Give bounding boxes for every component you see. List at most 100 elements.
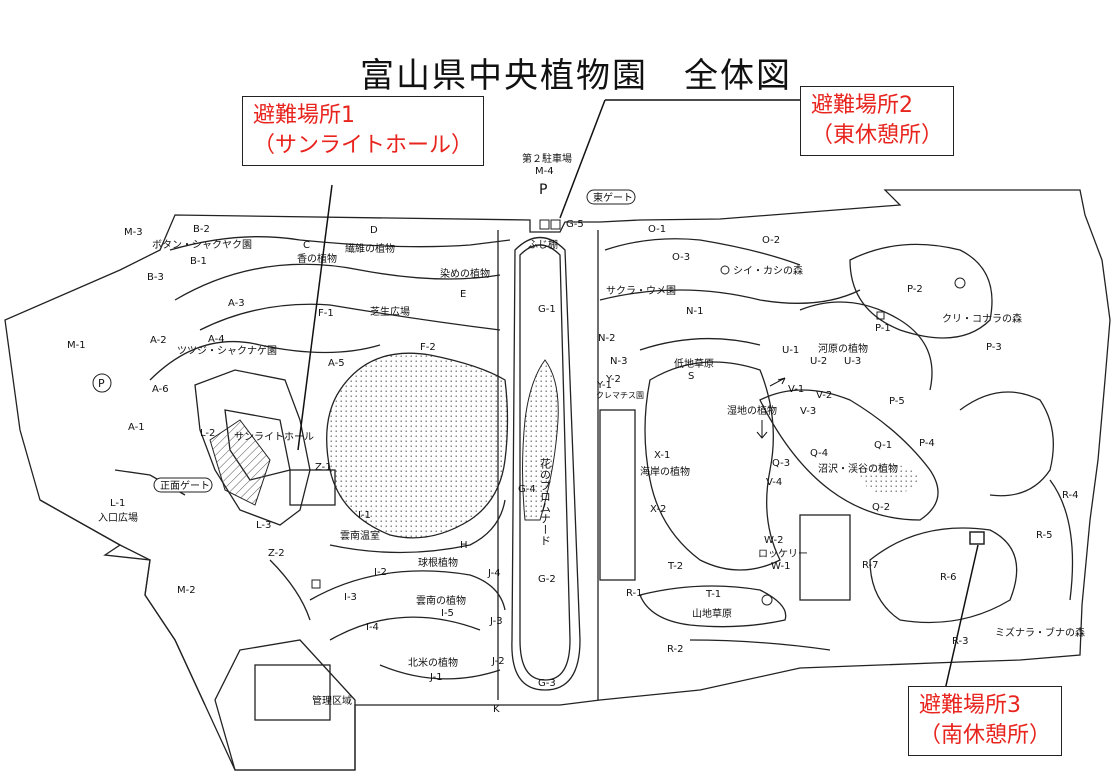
area-label: 低地草原 [674,357,714,370]
area-label: W-1 [771,561,790,572]
area-label: ボタン・シャクヤク園 [152,239,252,251]
area-label: R-1 [626,588,643,599]
area-label: X-2 [650,504,666,515]
area-label: A-1 [128,422,145,433]
i2-icon [311,579,321,589]
area-label: Y-1 [596,380,612,391]
shelter3-callout: 避難場所3 （南休憩所） [908,686,1063,756]
area-label: L-3 [256,520,271,531]
area-label: J-2 [491,656,505,667]
area-label: A-5 [328,358,345,369]
area-label: R-2 [667,644,684,655]
area-label: A-6 [152,384,169,395]
main-gate-label: 正面ゲート [160,480,210,492]
area-label: 海岸の植物 [640,465,690,478]
area-label: M-3 [124,227,143,238]
area-label: ツツジ・シャクナゲ園 [177,345,277,357]
area-label: R-5 [1036,530,1053,541]
area-label: A-4 [208,334,225,345]
area-label: 雲南温室 [340,529,380,542]
shelter-south-icon [969,531,985,545]
area-label: F-2 [420,342,436,353]
area-label: I-5 [441,608,454,619]
area-label: R-7 [862,560,879,571]
area-label: G-4 [518,484,536,495]
area-label: N-1 [686,306,703,317]
area-label: P-4 [919,438,935,449]
shelter1-callout: 避難場所1 （サンライトホール） [242,96,485,166]
area-label: D [370,225,378,236]
area-label: 香の植物 [297,252,337,265]
area-label: 沼沢・渓谷の植物 [818,462,898,475]
zone-r7 [799,514,851,601]
area-label: U-2 [810,356,827,367]
promenade-path [511,236,581,691]
park-boundary [4,189,1111,771]
area-label: クリ・コナラの森 [942,312,1022,325]
area-label: 北米の植物 [408,656,458,669]
area-label: P-5 [889,396,905,407]
area-label: P-1 [875,323,891,334]
area-label: N-2 [598,333,615,344]
area-label: ロッケリー [758,548,808,560]
title: 富山県中央植物園 全体図 [360,56,792,96]
area-label: B-1 [190,256,207,267]
shelter3-name: 避難場所3 [919,693,1021,718]
area-label: B-3 [147,272,164,283]
shelter3-place: （南休憩所） [919,723,1052,748]
area-label: B-2 [193,224,210,235]
area-label: Q-3 [772,458,790,469]
area-label: V-3 [800,406,816,417]
area-label: L-1 [110,498,125,509]
area-label: M-1 [67,340,86,351]
area-label: J-1 [429,672,443,683]
area-label: L-2 [200,428,215,439]
area-label: 染めの植物 [440,267,490,280]
area-label: G-3 [538,678,556,689]
area-label: Y-2 [605,374,621,385]
area-label: Q-1 [874,440,892,451]
area-label: V-4 [766,477,782,488]
area-label: W-2 [764,535,783,546]
area-label: C [303,240,310,251]
area-label: O-1 [648,224,666,235]
area-label: X-1 [654,450,670,461]
area-label: 入口広場 [98,511,138,524]
area-label: I-2 [374,567,387,578]
area-label: サンライトホール [234,431,314,443]
leader-line-2 [559,99,606,219]
area-label: T-1 [705,589,721,600]
parking-lot-code: M-4 [535,166,554,177]
shelter2-callout: 避難場所2 （東休憩所） [800,86,955,156]
admin-area [214,639,356,771]
area-label: シイ・カシの森 [733,264,803,277]
area-label: G-1 [538,304,556,315]
area-label: 山地草原 [692,607,732,620]
area-label: R-6 [940,572,957,583]
area-label: 雲南の植物 [416,594,466,607]
shelter1-name: 避難場所1 [253,103,355,128]
parking-circle-icon [92,373,112,393]
area-label: 湿地の植物 [727,404,777,417]
area-label: V-2 [816,390,832,401]
area-label: R-4 [1062,490,1079,501]
area-label: 球根植物 [418,556,458,569]
area-label: ミズナラ・ブナの森 [995,626,1085,639]
p1-icon [876,311,885,320]
parking-lot-title: 第２駐車場 [522,152,572,165]
shelter-east-icon [550,219,561,230]
area-label: J-4 [487,568,501,579]
area-label: Q-4 [810,448,828,459]
central-pond [326,352,509,539]
leader-line-3 [944,544,979,691]
arrow-icon [769,377,786,387]
area-label: 管理区域 [312,694,352,707]
leader-line-1 [297,184,333,451]
area-label: G-2 [538,574,556,585]
area-label: P-2 [907,284,923,295]
shelter-east-icon [539,219,550,230]
area-label: I-3 [344,592,357,603]
shelter1-place: （サンライトホール） [253,133,474,158]
area-label: E [460,289,466,300]
